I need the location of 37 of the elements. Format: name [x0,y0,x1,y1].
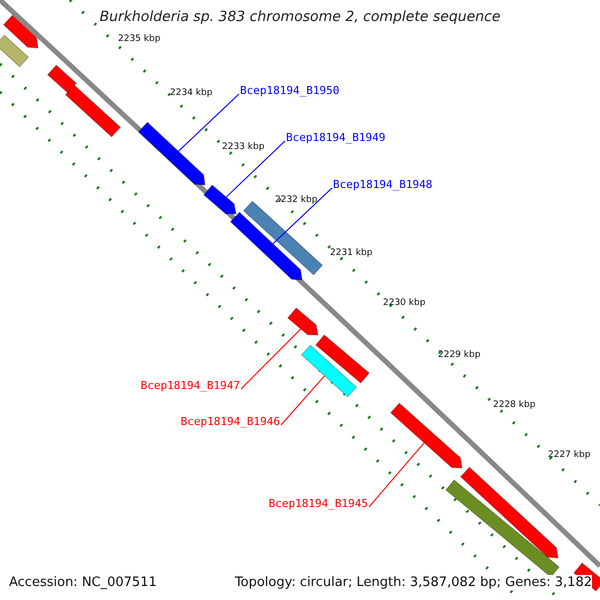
leader-line [240,328,302,390]
scale-label: 2230 kbp [383,298,426,308]
leader-line [178,94,240,152]
scale-label: 2231 kbp [330,248,372,258]
gene-bar [315,334,370,384]
gene-bar [287,307,319,336]
leader-line [272,188,332,244]
gene-bar [300,344,358,398]
scale-label: 2232 kbp [275,195,318,205]
gene-label: Bcep18194_B1950 [240,84,340,97]
map-title: Burkholderia sp. 383 chromosome 2, complete sequence [100,9,500,25]
leader-line [368,442,425,508]
leader-line [226,140,286,198]
gene-bar [138,122,206,186]
gene-bar [2,14,39,49]
genome-info-text: Topology: circular; Length: 3,587,082 bp; Genes: 3,182 [234,575,592,590]
gene-bar [47,64,77,94]
gene-bar [0,34,30,68]
scale-label: 2229 kbp [438,350,480,360]
gene-bar [203,184,237,215]
gene-bar [445,479,560,578]
gene-label: Bcep18194_B1946 [180,415,280,428]
accession-text: Accession: NC_007511 [9,575,157,590]
scale-label: 2233 kbp [222,142,264,152]
gene-bar [390,402,463,469]
gene-bar [460,466,559,559]
gene-label: Bcep18194_B1948 [333,178,432,191]
scale-label: 2235 kbp [118,34,160,44]
gene-label: Bcep18194_B1947 [140,379,240,392]
gene-label: Bcep18194_B1949 [286,131,386,144]
leader-line [280,375,326,426]
gene-bar [230,212,303,281]
gene-bar [64,84,122,138]
scale-label: 2227 kbp [548,450,590,460]
gene-label: Bcep18194_B1945 [268,497,368,510]
scale-label: 2234 kbp [170,88,212,98]
scale-label: 2228 kbp [493,400,536,410]
